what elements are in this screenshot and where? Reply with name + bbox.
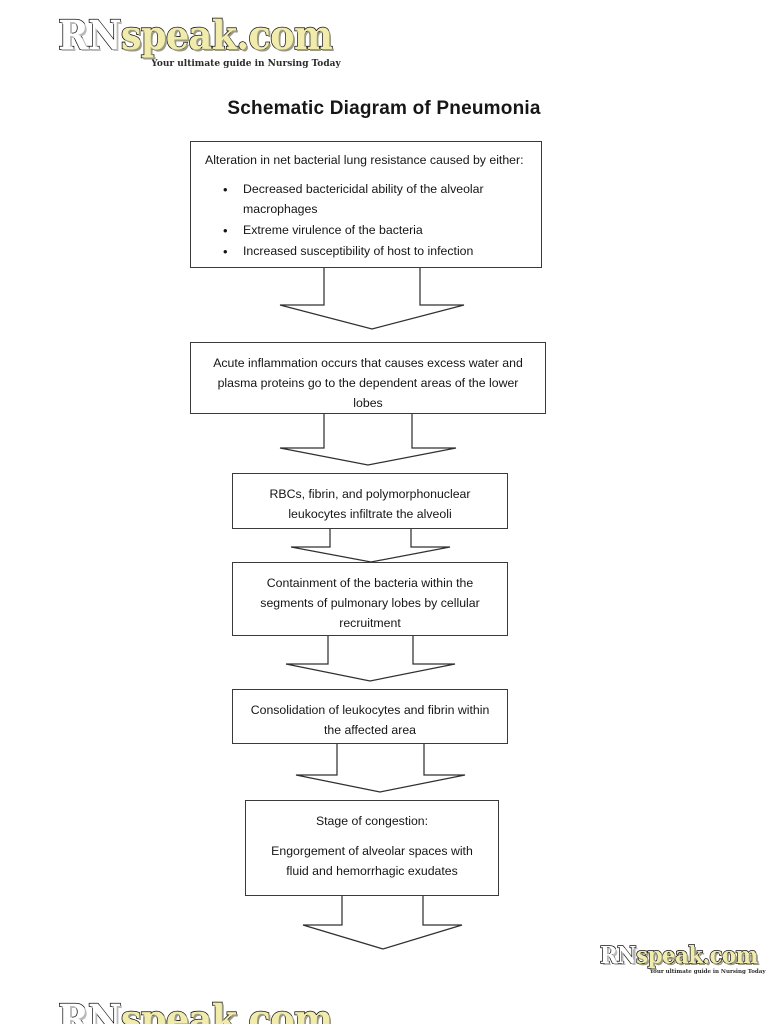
brand-wordmark-rn: RN xyxy=(57,12,122,59)
flow-step-6-body: Stage of congestion: Engorgement of alve… xyxy=(246,801,498,893)
brand-wordmark: RNspeak.com xyxy=(57,15,333,57)
brand-wordmark-rn: RN xyxy=(599,942,637,969)
brand-tagline: Your ultimate guide in Nursing Today xyxy=(649,969,766,975)
flow-step-2-text: Acute inflammation occurs that causes ex… xyxy=(213,356,523,410)
brand-wordmark: RNspeak.com xyxy=(599,942,758,969)
flow-step-5-text: Consolidation of leukocytes and fibrin w… xyxy=(250,703,490,737)
flow-step-1-bullet-item: Increased susceptibility of host to infe… xyxy=(223,241,527,262)
flow-step-4-box: Containment of the bacteria within the s… xyxy=(232,562,508,636)
flow-step-5-box: Consolidation of leukocytes and fibrin w… xyxy=(232,689,508,744)
brand-logo-header: RNspeak.com Your ultimate guide in Nursi… xyxy=(57,15,356,69)
page-title: Schematic Diagram of Pneumonia xyxy=(227,98,541,119)
flow-step-3-text: RBCs, fibrin, and polymorphonuclear leuk… xyxy=(269,487,471,521)
brand-wordmark-speak: speak.com xyxy=(120,12,333,59)
flow-step-3-box: RBCs, fibrin, and polymorphonuclear leuk… xyxy=(232,473,508,529)
brand-wordmark-speak: speak.com xyxy=(120,1000,333,1024)
flow-step-1-bullet-item: Decreased bactericidal ability of the al… xyxy=(223,179,527,220)
flow-step-1-bullet-item: Extreme virulence of the bacteria xyxy=(223,220,527,241)
flow-step-1-box: Alteration in net bacterial lung resista… xyxy=(190,141,542,268)
brand-logo-next-page: RNspeak.com Your ultimate guide in Nursi… xyxy=(58,1000,356,1024)
brand-tagline: Your ultimate guide in Nursing Today xyxy=(151,59,341,69)
flow-step-2-box: Acute inflammation occurs that causes ex… xyxy=(190,342,546,414)
flow-step-1-bullet-list: Decreased bactericidal ability of the al… xyxy=(191,179,541,262)
brand-wordmark-speak: speak.com xyxy=(635,942,758,969)
brand-logo-footer: RNspeak.com Your ultimate guide in Nursi… xyxy=(599,942,768,976)
flow-step-4-text: Containment of the bacteria within the s… xyxy=(260,576,480,630)
flow-step-6-text: Engorgement of alveolar spaces with flui… xyxy=(271,843,473,878)
flow-step-1-lead: Alteration in net bacterial lung resista… xyxy=(205,153,524,167)
brand-wordmark-rn: RN xyxy=(58,1000,122,1024)
flow-step-6-spacer xyxy=(262,832,482,842)
flow-step-6-heading: Stage of congestion: xyxy=(315,814,429,828)
brand-wordmark: RNspeak.com xyxy=(58,1000,334,1024)
flow-step-6-box: Stage of congestion: Engorgement of alve… xyxy=(245,800,499,896)
